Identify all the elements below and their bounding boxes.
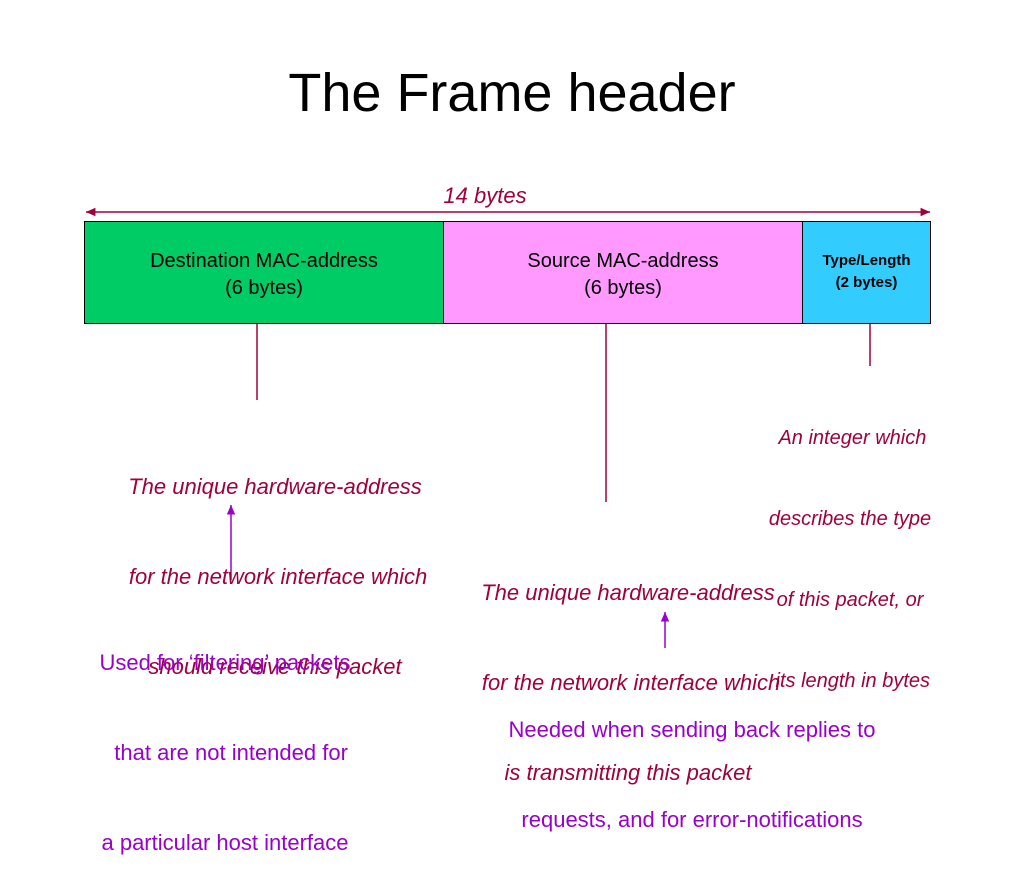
- source-note-line: The unique hardware-address: [481, 580, 775, 605]
- type-field: Type/Length (2 bytes): [802, 221, 931, 324]
- page-title: The Frame header: [288, 63, 736, 123]
- type-field-size: (2 bytes): [835, 274, 898, 291]
- source-field-size: (6 bytes): [584, 277, 662, 299]
- type-note-line: its length in bytes: [769, 670, 931, 692]
- destination-field: Destination MAC-address (6 bytes): [84, 221, 444, 324]
- destination-note-line: for the network interface which: [122, 564, 428, 589]
- type-note-line: of this packet, or: [776, 589, 924, 611]
- reply-use-line: Needed when sending back replies to: [508, 717, 876, 742]
- type-field-name: Type/Length: [822, 252, 911, 269]
- filtering-use-line: a particular host interface: [101, 830, 349, 855]
- reply-use-note: Needed when sending back replies to requ…: [462, 655, 922, 865]
- destination-field-name: Destination MAC-address: [150, 250, 378, 272]
- source-field: Source MAC-address (6 bytes): [443, 221, 803, 324]
- filtering-use-note: Used for ‘filtering’ packets that are no…: [60, 588, 390, 888]
- span-label: 14 bytes: [443, 183, 527, 208]
- type-note: An integer which describes the type of t…: [745, 371, 955, 722]
- type-note-line: describes the type: [768, 508, 932, 530]
- type-note-line: An integer which: [773, 427, 927, 449]
- destination-note-line: The unique hardware-address: [128, 474, 422, 499]
- reply-use-line: requests, and for error-notifications: [521, 807, 863, 832]
- source-note-line: for the network interface which: [475, 670, 781, 695]
- destination-note: The unique hardware-address for the netw…: [85, 412, 465, 712]
- destination-note-line: should receive this packet: [148, 654, 402, 679]
- source-field-name: Source MAC-address: [527, 250, 719, 272]
- filtering-use-line: Used for ‘filtering’ packets: [99, 650, 351, 675]
- destination-field-size: (6 bytes): [225, 277, 303, 299]
- filtering-use-line: that are not intended for: [102, 740, 348, 765]
